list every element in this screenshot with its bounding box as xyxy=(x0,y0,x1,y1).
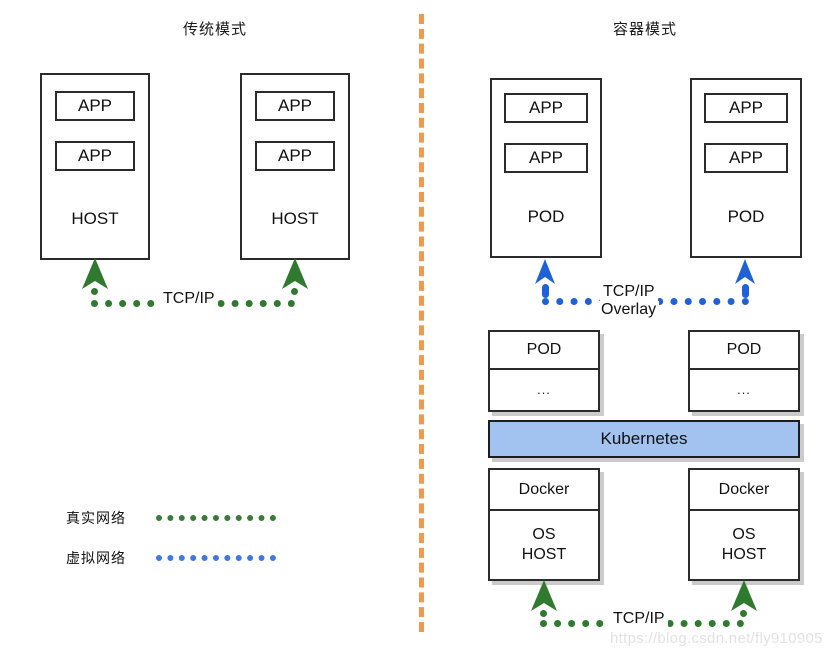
legend-item-virtual-network: 虚拟网络 xyxy=(66,548,276,568)
container-arrow-right-icon xyxy=(731,580,757,611)
node-1-runtime: Docker xyxy=(490,470,598,511)
pod-stack-1-bottom: ... xyxy=(537,382,551,398)
container-net-stub-right xyxy=(740,610,747,620)
watermark: https://blog.csdn.net/fly910905 xyxy=(610,630,823,647)
legend-item-real-network: 真实网络 xyxy=(66,508,276,528)
traditional-net-stub-left xyxy=(91,288,98,300)
legend-swatch-real-network xyxy=(156,515,276,521)
container-net-label: TCP/IP xyxy=(610,610,668,629)
container-net-stub-left xyxy=(540,610,547,620)
traditional-net-stub-right xyxy=(291,288,298,300)
pod-stack-box-2: POD ... xyxy=(688,330,800,412)
overlay-arrow-left-icon xyxy=(535,259,555,284)
node-2-runtime: Docker xyxy=(690,470,798,511)
pod-stack-2-bottom: ... xyxy=(737,382,751,398)
host-box-1-label: HOST xyxy=(71,209,119,228)
legend-swatch-virtual-network xyxy=(156,555,276,561)
container-arrow-left-icon xyxy=(531,580,557,611)
overlay-net-stub-left xyxy=(542,284,549,298)
kubernetes-bar: Kubernetes xyxy=(488,420,800,458)
legend-label-virtual-network: 虚拟网络 xyxy=(66,550,126,566)
app-box-1-1: APP xyxy=(55,91,135,121)
traditional-net-label: TCP/IP xyxy=(160,290,218,309)
pod-1-app-box-1: APP xyxy=(504,93,588,123)
pod-stack-1-top: POD xyxy=(490,332,598,370)
overlay-net-stub-right xyxy=(742,284,749,298)
legend-label-real-network: 真实网络 xyxy=(66,510,126,526)
traditional-arrow-right-icon xyxy=(282,258,308,289)
app-box-2-1: APP xyxy=(255,91,335,121)
pod-box-2-label: POD xyxy=(727,207,765,226)
pod-2-app-box-1: APP xyxy=(704,93,788,123)
overlay-arrow-right-icon xyxy=(735,259,755,284)
node-box-1: Docker OS HOST xyxy=(488,468,600,581)
pod-box-2: APP APP POD xyxy=(690,78,802,258)
right-panel-title: 容器模式 xyxy=(612,21,677,38)
host-box-1: APP APP HOST xyxy=(40,73,150,260)
left-panel-title: 传统模式 xyxy=(182,21,247,38)
node-2-os: OS HOST xyxy=(721,526,767,563)
traditional-arrow-left-icon xyxy=(82,258,108,289)
overlay-net-label-line2: Overlay xyxy=(598,301,660,320)
host-box-2: APP APP HOST xyxy=(240,73,350,260)
pod-2-app-box-2: APP xyxy=(704,143,788,173)
pod-box-1: APP APP POD xyxy=(490,78,602,258)
host-box-2-label: HOST xyxy=(271,209,319,228)
pod-stack-2-top: POD xyxy=(690,332,798,370)
app-box-2-2: APP xyxy=(255,141,335,171)
pod-stack-box-1: POD ... xyxy=(488,330,600,412)
pod-box-1-label: POD xyxy=(527,207,565,226)
overlay-net-label-line1: TCP/IP xyxy=(600,283,658,302)
node-1-os: OS HOST xyxy=(521,526,567,563)
pod-1-app-box-2: APP xyxy=(504,143,588,173)
node-box-2: Docker OS HOST xyxy=(688,468,800,581)
app-box-1-2: APP xyxy=(55,141,135,171)
panel-divider xyxy=(419,14,424,632)
